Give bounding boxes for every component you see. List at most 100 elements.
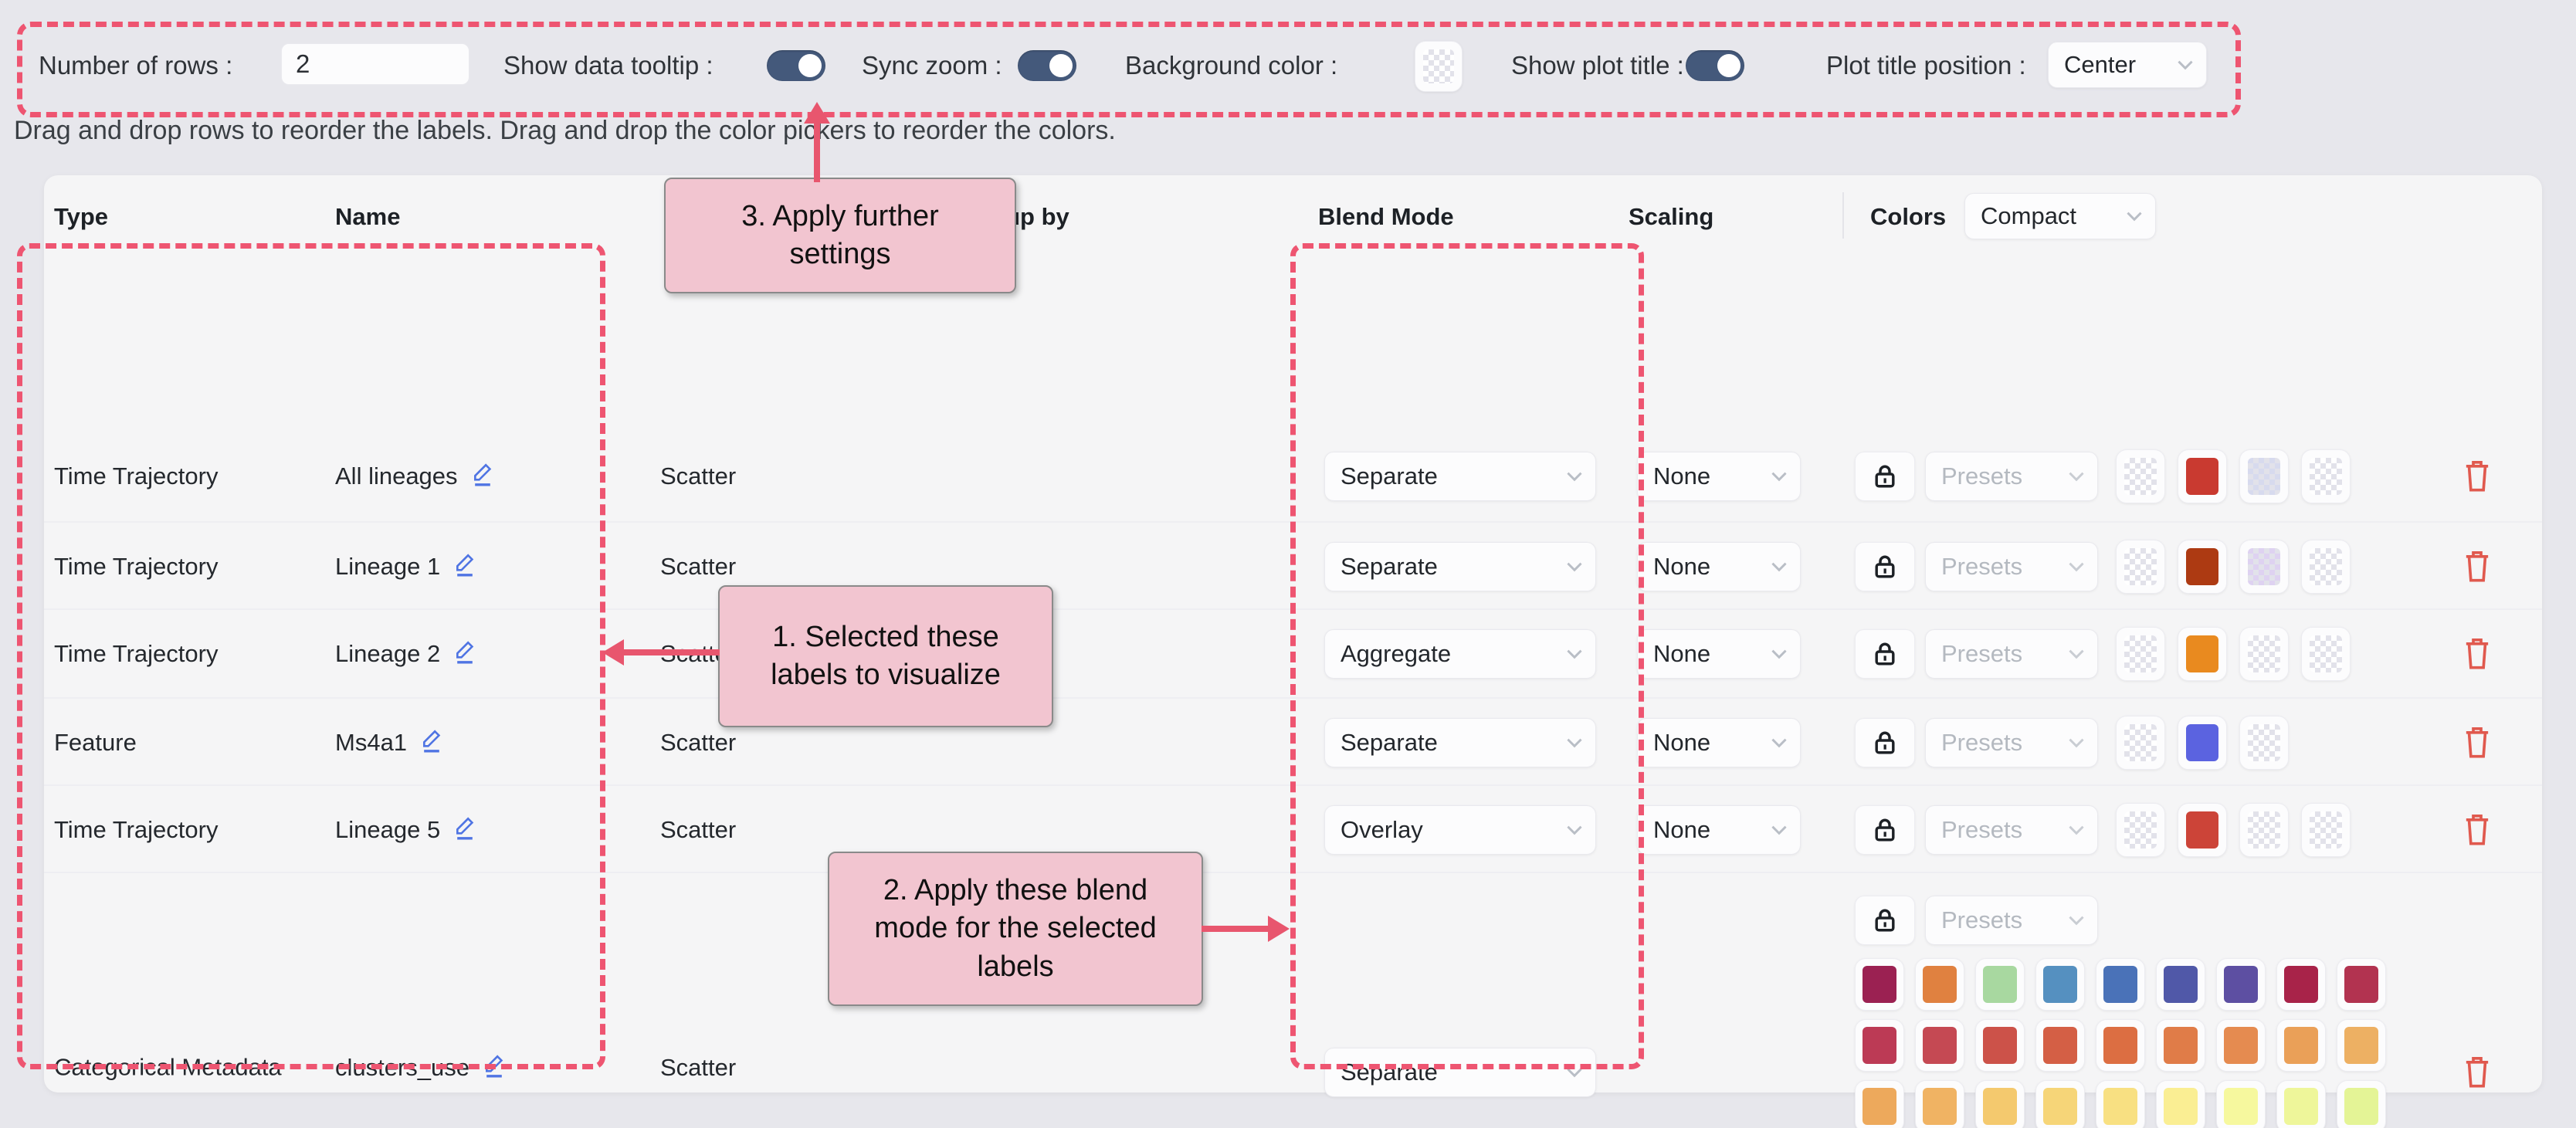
lock-colors-button[interactable] [1855, 541, 1915, 591]
transparent-color-swatch[interactable] [2116, 626, 2165, 681]
color-swatch[interactable] [2156, 958, 2205, 1011]
color-swatch[interactable] [2156, 1080, 2205, 1128]
color-swatch[interactable] [2178, 539, 2227, 594]
blend-mode-select[interactable]: Separate [1324, 1048, 1596, 1097]
color-swatch[interactable] [2239, 539, 2289, 594]
transparent-color-swatch[interactable] [2301, 539, 2351, 594]
transparent-color-swatch[interactable] [2239, 715, 2289, 770]
delete-row-button[interactable] [2462, 723, 2493, 762]
color-swatch[interactable] [1915, 1019, 1964, 1072]
blend-mode-select[interactable]: Overlay [1324, 805, 1596, 855]
delete-row-button[interactable] [2462, 634, 2493, 673]
delete-row-button[interactable] [2462, 1053, 2493, 1092]
trash-icon [2466, 638, 2489, 669]
color-swatch[interactable] [2035, 1019, 2085, 1072]
color-swatch[interactable] [2156, 1019, 2205, 1072]
lock-colors-button[interactable] [1855, 628, 1915, 679]
edit-name-icon[interactable] [482, 1052, 507, 1084]
scaling-select[interactable]: None [1637, 451, 1801, 501]
show-data-tooltip-toggle[interactable] [767, 50, 825, 81]
scaling-select[interactable]: None [1637, 541, 1801, 591]
lock-colors-button[interactable] [1855, 717, 1915, 767]
blend-mode-select[interactable]: Aggregate [1324, 628, 1596, 679]
presets-select[interactable]: Presets [1925, 541, 2098, 591]
color-preview [1923, 1027, 1957, 1064]
color-swatch[interactable] [2035, 958, 2085, 1011]
presets-select[interactable]: Presets [1925, 628, 2098, 679]
color-swatch[interactable] [1855, 1080, 1904, 1128]
blend-mode-select[interactable]: Separate [1324, 717, 1596, 767]
edit-name-icon[interactable] [452, 638, 477, 670]
transparent-color-swatch[interactable] [2301, 449, 2351, 503]
delete-row-button[interactable] [2462, 547, 2493, 586]
color-swatch[interactable] [1855, 1019, 1904, 1072]
chevron-down-icon [2069, 562, 2084, 571]
show-plot-title-toggle[interactable] [1686, 50, 1744, 81]
color-swatch[interactable] [2216, 1019, 2266, 1072]
presets-select[interactable]: Presets [1925, 805, 2098, 855]
color-swatch[interactable] [1855, 958, 1904, 1011]
row-chart-type: Scatter [660, 1053, 737, 1081]
color-swatch[interactable] [2239, 449, 2289, 503]
color-swatch[interactable] [1915, 958, 1964, 1011]
callout2-arrowhead [1268, 916, 1290, 942]
transparent-color-swatch[interactable] [2301, 802, 2351, 857]
transparent-color-preview [1423, 49, 1454, 83]
delete-row-button[interactable] [2462, 810, 2493, 849]
color-swatch[interactable] [2216, 1080, 2266, 1128]
sync-zoom-toggle[interactable] [1018, 50, 1076, 81]
colors-mode-select[interactable]: Compact [1964, 193, 2156, 239]
color-swatch[interactable] [1975, 1080, 2025, 1128]
transparent-color-swatch[interactable] [2301, 626, 2351, 681]
blend-mode-select[interactable]: Separate [1324, 541, 1596, 591]
lock-colors-button[interactable] [1855, 805, 1915, 855]
color-swatch[interactable] [1975, 958, 2025, 1011]
background-color-swatch[interactable] [1415, 41, 1463, 92]
color-swatch[interactable] [2337, 1080, 2386, 1128]
color-swatch[interactable] [1975, 1019, 2025, 1072]
transparent-color-swatch[interactable] [2116, 449, 2165, 503]
color-swatch[interactable] [2276, 1080, 2326, 1128]
plot-title-position-select[interactable]: Center [2048, 42, 2207, 88]
edit-name-icon[interactable] [470, 460, 495, 493]
color-swatch[interactable] [2035, 1080, 2085, 1128]
scaling-select[interactable]: None [1637, 717, 1801, 767]
lock-colors-button[interactable] [1855, 451, 1915, 501]
presets-select[interactable]: Presets [1925, 896, 2098, 945]
color-swatch[interactable] [2276, 1019, 2326, 1072]
lock-colors-button[interactable] [1855, 896, 1915, 945]
color-swatch[interactable] [2178, 802, 2227, 857]
color-swatch[interactable] [2096, 1019, 2145, 1072]
plot-title-position-value: Center [2064, 51, 2137, 78]
transparent-color-swatch[interactable] [2239, 802, 2289, 857]
color-swatch[interactable] [2096, 958, 2145, 1011]
scaling-select[interactable]: None [1637, 805, 1801, 855]
color-preview [1983, 966, 2017, 1003]
color-swatch[interactable] [1915, 1080, 1964, 1128]
presets-select[interactable]: Presets [1925, 451, 2098, 501]
transparent-color-swatch[interactable] [2116, 715, 2165, 770]
color-swatch[interactable] [2096, 1080, 2145, 1128]
color-preview [2248, 635, 2280, 672]
table-row: Time Trajectory Lineage 1 Scatter Separa… [44, 521, 2542, 610]
edit-name-icon[interactable] [419, 727, 444, 759]
color-preview [2186, 457, 2218, 495]
blend-mode-select[interactable]: Separate [1324, 451, 1596, 501]
edit-name-icon[interactable] [452, 814, 477, 846]
color-swatch[interactable] [2216, 958, 2266, 1011]
header-divider [1842, 192, 1844, 239]
color-swatch[interactable] [2276, 958, 2326, 1011]
scaling-select[interactable]: None [1637, 628, 1801, 679]
edit-name-icon[interactable] [452, 550, 477, 583]
color-swatch[interactable] [2337, 958, 2386, 1011]
color-swatch[interactable] [2178, 626, 2227, 681]
delete-row-button[interactable] [2462, 456, 2493, 496]
transparent-color-swatch[interactable] [2116, 539, 2165, 594]
presets-select[interactable]: Presets [1925, 717, 2098, 767]
transparent-color-swatch[interactable] [2239, 626, 2289, 681]
color-swatch[interactable] [2178, 715, 2227, 770]
number-of-rows-input[interactable] [281, 43, 469, 85]
color-swatch[interactable] [2337, 1019, 2386, 1072]
transparent-color-swatch[interactable] [2116, 802, 2165, 857]
color-swatch[interactable] [2178, 449, 2227, 503]
